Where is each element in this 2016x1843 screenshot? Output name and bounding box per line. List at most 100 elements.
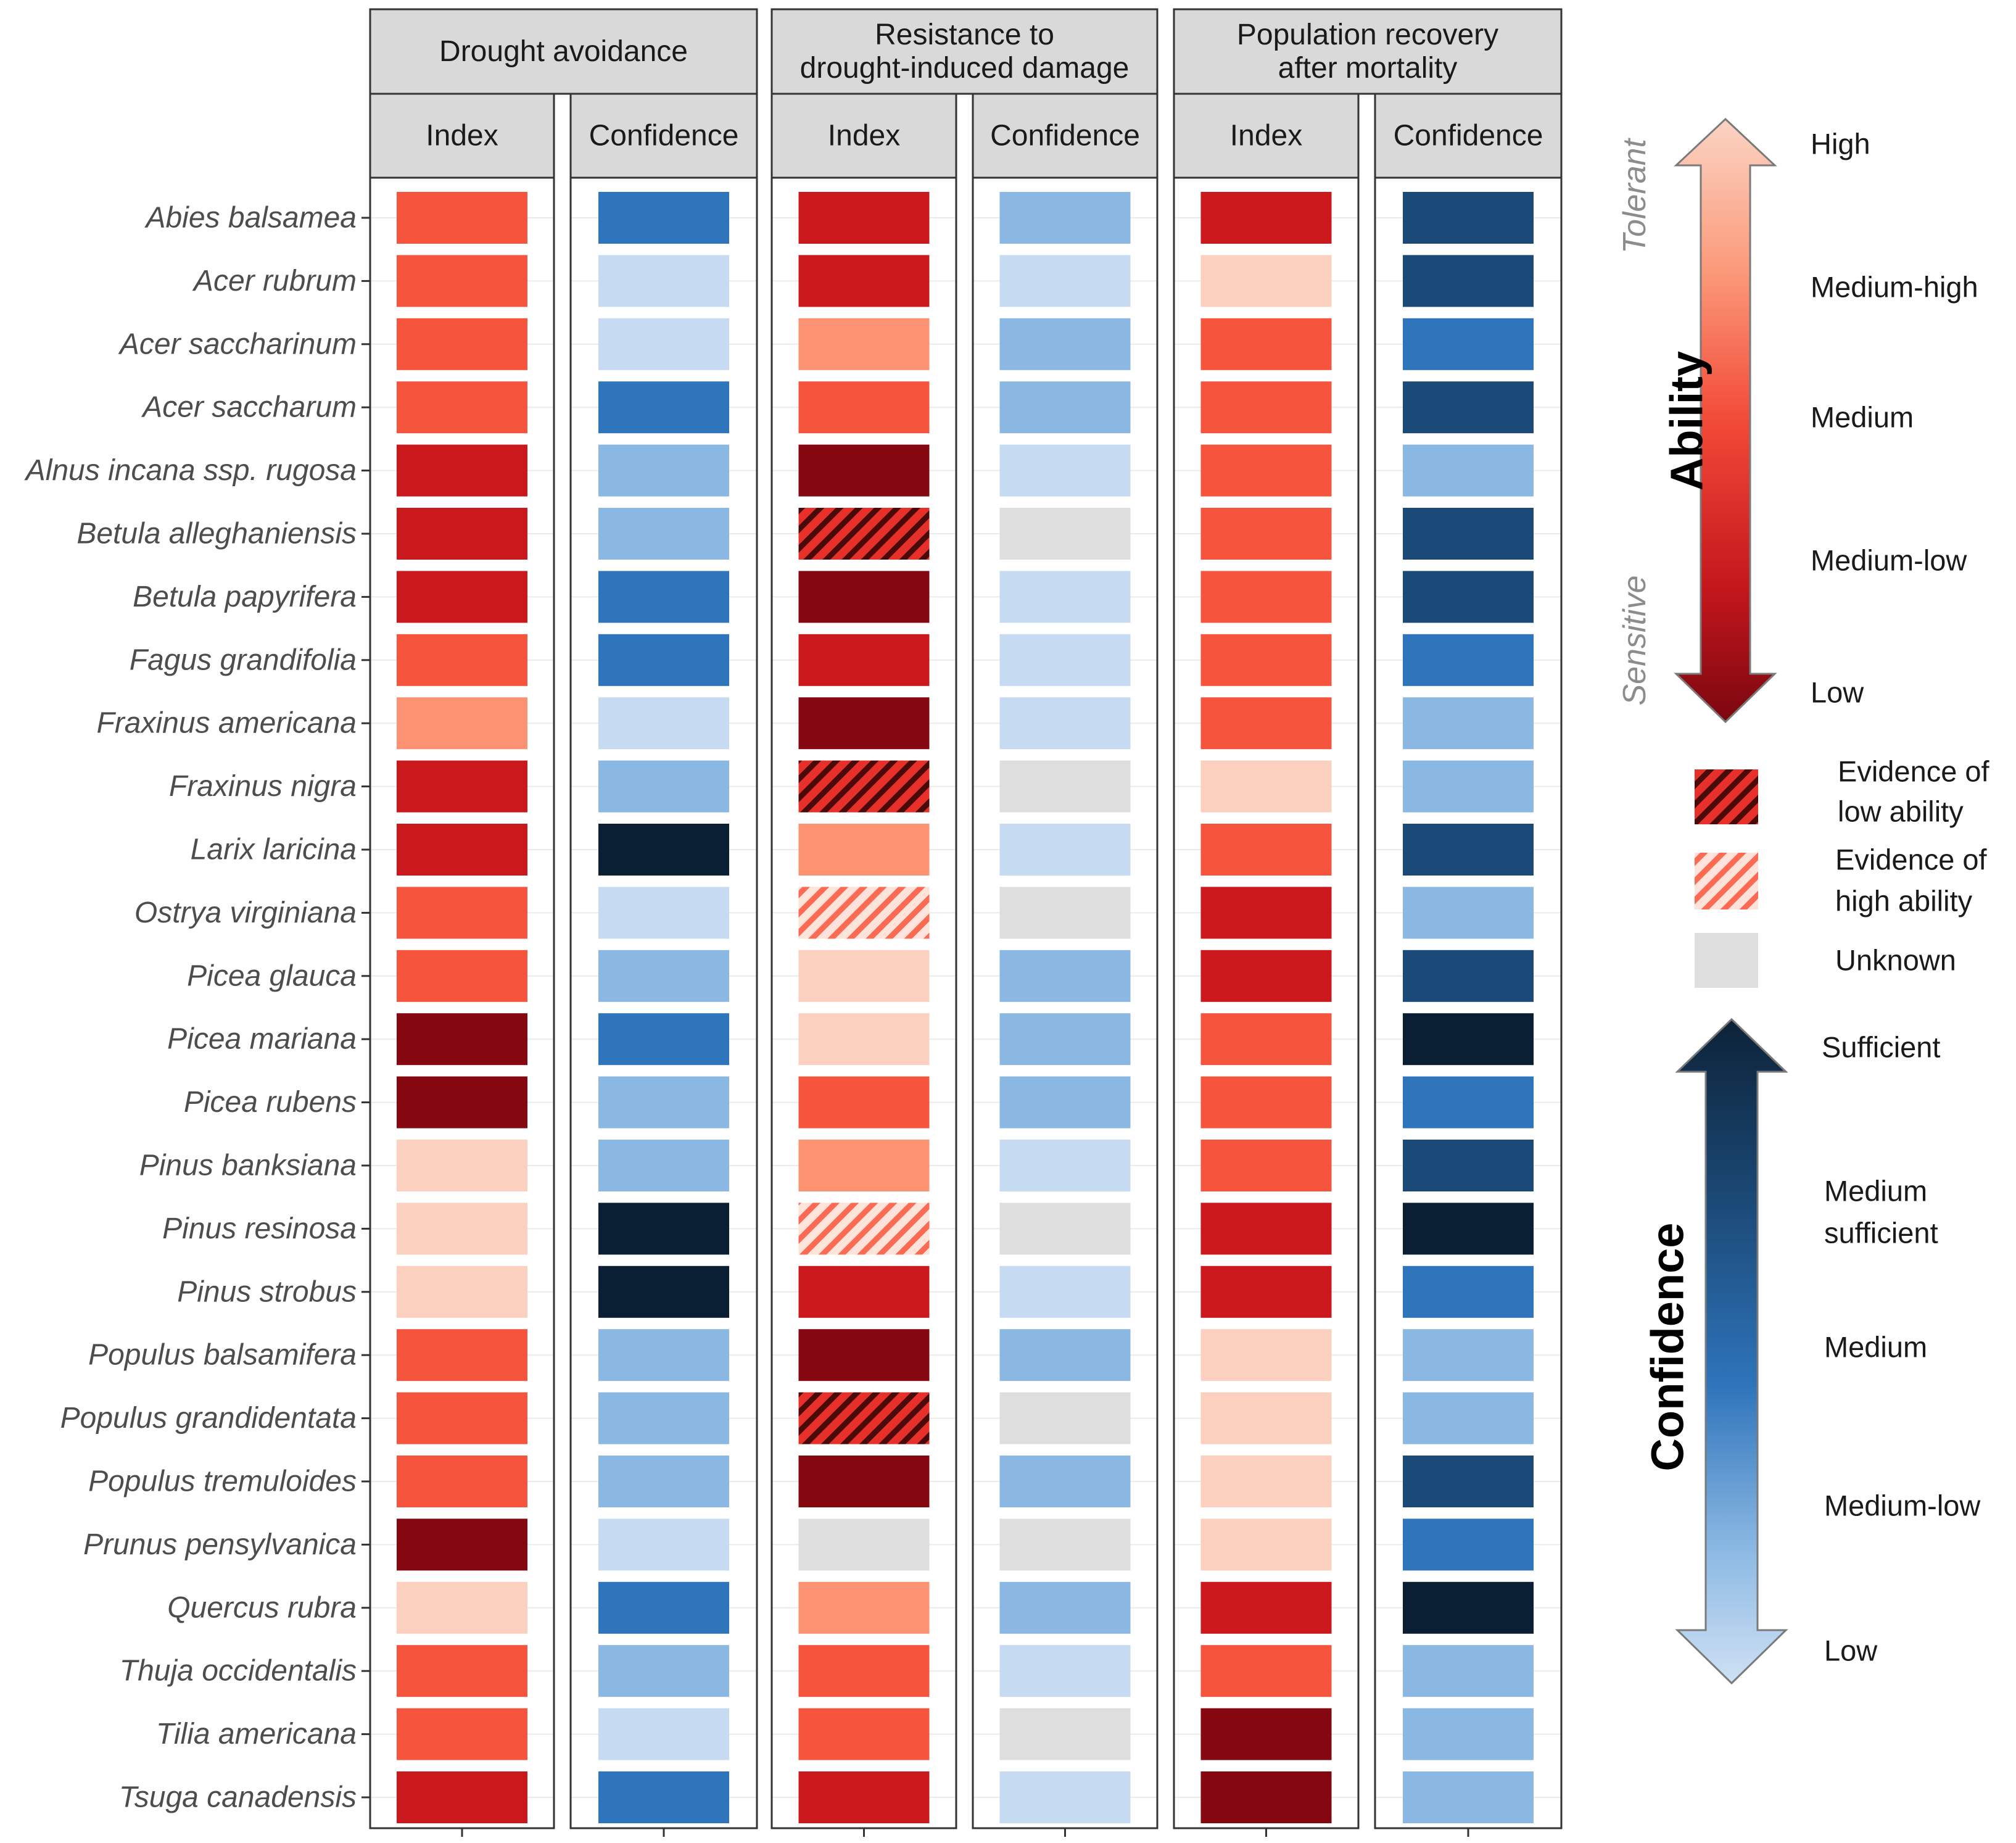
heatmap-cell [999, 571, 1131, 623]
heatmap-cell [999, 1140, 1131, 1191]
legend-evidence-high-line1: Evidence of [1835, 843, 1988, 876]
heatmap-cell [1403, 508, 1534, 560]
group-header-title: Drought avoidance [439, 35, 688, 68]
species-label: Larix laricina [191, 834, 357, 866]
heatmap-cell [999, 1456, 1131, 1507]
confidence-level-medium-sufficient-line2: sufficient [1824, 1217, 1938, 1249]
group-header-strip [770, 8, 1159, 95]
heatmap-cell [1403, 1708, 1534, 1760]
heatmap-cell [1403, 1329, 1534, 1381]
heatmap-cell [999, 1708, 1131, 1760]
heatmap-cell [1403, 1203, 1534, 1255]
heatmap-cell [397, 887, 527, 939]
heatmap-cell [598, 192, 729, 244]
ability-sensitive-label: Sensitive [1617, 576, 1653, 706]
heatmap-cell [1200, 1140, 1332, 1191]
heatmap-cell [598, 1329, 729, 1381]
heatmap-cell [598, 1581, 729, 1634]
species-label: Pinus banksiana [139, 1149, 357, 1182]
heatmap-cell [1200, 1456, 1332, 1507]
heatmap-cell [397, 381, 527, 434]
heatmap-cell [798, 444, 930, 497]
heatmap-cell [798, 1392, 930, 1444]
heatmap-cell [1403, 1265, 1534, 1318]
species-label: Ostrya virginiana [134, 897, 357, 929]
subcolumn-header-strip [1173, 93, 1360, 179]
heatmap-cell [1200, 1203, 1332, 1255]
heatmap-cell [397, 1203, 527, 1255]
species-label: Pinus resinosa [162, 1212, 357, 1245]
heatmap-cell [598, 1392, 729, 1444]
heatmap-cell [397, 444, 527, 497]
heatmap-cell [798, 634, 930, 686]
heatmap-cell [397, 192, 527, 244]
heatmap-cell [397, 1456, 527, 1507]
ability-level-low: Low [1811, 676, 1864, 709]
species-label: Prunus pensylvanica [83, 1528, 357, 1561]
ability-level-medium-low: Medium-low [1811, 544, 1967, 577]
heatmap-cell [798, 1265, 930, 1318]
heatmap-cell [798, 381, 930, 434]
heatmap-cell [1403, 760, 1534, 813]
subcolumn-header-strip [770, 93, 957, 179]
heatmap-cell [1200, 508, 1332, 560]
heatmap-cell [999, 1329, 1131, 1381]
heatmap-cell [798, 1518, 930, 1571]
heatmap-cell [798, 571, 930, 623]
heatmap-cell [397, 1518, 527, 1571]
heatmap-cell [598, 697, 729, 750]
heatmap-cell [397, 1708, 527, 1760]
confidence-level-sufficient: Sufficient [1822, 1031, 1940, 1064]
heatmap-cell [598, 571, 729, 623]
heatmap-cell [397, 950, 527, 1002]
heatmap-cell [999, 318, 1131, 370]
heatmap-cell [798, 950, 930, 1002]
heatmap-cell [397, 760, 527, 813]
heatmap-cell [999, 1645, 1131, 1697]
heatmap-cell [999, 192, 1131, 244]
heatmap-cell [598, 1771, 729, 1823]
ability-level-medium: Medium [1811, 401, 1914, 434]
subcolumn-header-label: Confidence [589, 120, 739, 152]
confidence-level-medium: Medium [1824, 1331, 1927, 1364]
heatmap-cell [397, 318, 527, 370]
heatmap-cell [798, 1203, 930, 1255]
species-label: Acer saccharinum [118, 328, 357, 360]
legend-swatch-evidence-high [1695, 853, 1758, 909]
heatmap-cell [999, 760, 1131, 813]
heatmap-cell [598, 950, 729, 1002]
subcolumn-header-label: Confidence [1394, 120, 1543, 152]
heatmap-cell [397, 1645, 527, 1697]
heatmap-cell [1403, 1392, 1534, 1444]
legend-evidence-low-line2: low ability [1838, 795, 1964, 828]
heatmap-cell [1200, 697, 1332, 750]
heatmap-cell [1200, 887, 1332, 939]
group-header-strip [1173, 8, 1563, 95]
heatmap-cell [798, 318, 930, 370]
heatmap-cell [1200, 381, 1332, 434]
legend-swatch-unknown [1695, 933, 1758, 988]
heatmap-cell [397, 1140, 527, 1191]
heatmap-cell [397, 634, 527, 686]
heatmap-cell [1200, 192, 1332, 244]
species-label: Thuja occidentalis [120, 1655, 357, 1688]
heatmap-cell [598, 634, 729, 686]
confidence-axis-title: Confidence [1642, 1223, 1693, 1472]
species-label: Picea mariana [167, 1023, 357, 1056]
confidence-level-medium-sufficient-line1: Medium [1824, 1175, 1927, 1207]
heatmap-cell [1403, 571, 1534, 623]
group-header-title: Resistance to [875, 19, 1054, 51]
heatmap-cell [598, 1645, 729, 1697]
species-label: Fraxinus americana [97, 707, 357, 740]
species-label: Betula alleghaniensis [76, 518, 357, 550]
panel-gridlines [370, 217, 1561, 1798]
heatmap-cell [397, 1581, 527, 1634]
legend-swatch-evidence-low [1695, 769, 1758, 824]
heatmap-cell [397, 1076, 527, 1129]
heatmap-cell [798, 508, 930, 560]
heatmap-cell [1403, 1456, 1534, 1507]
heatmap-cell [999, 697, 1131, 750]
heatmap-cell [798, 1013, 930, 1066]
heatmap-cell [1403, 255, 1534, 307]
